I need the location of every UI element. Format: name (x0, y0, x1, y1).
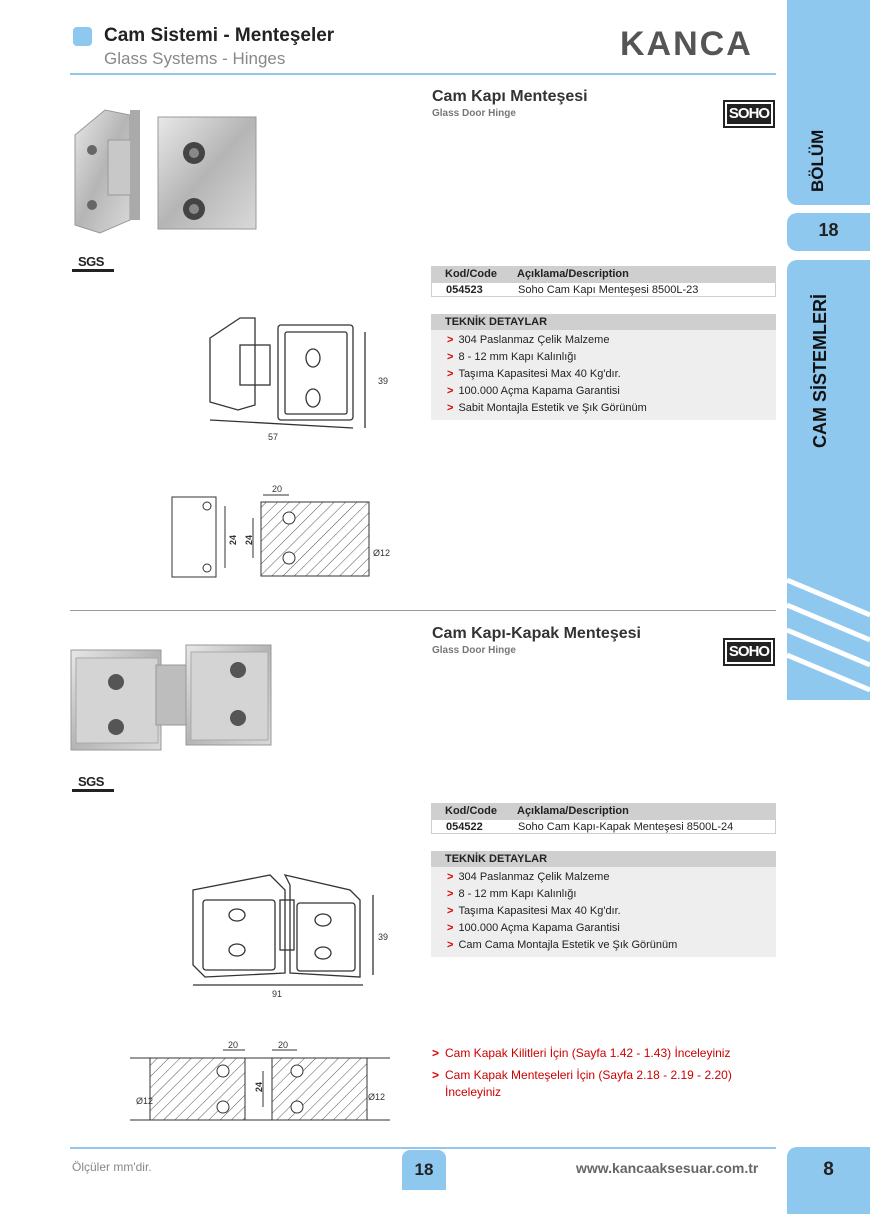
list-item: >304 Paslanmaz Çelik Malzeme (447, 871, 610, 883)
list-item: >100.000 Açma Kapama Garantisi (447, 922, 620, 934)
dim-hole-left: Ø12 (136, 1096, 154, 1106)
soho-badge-2: SOHO (723, 638, 775, 666)
list-item: >Cam Cama Montajla Estetik ve Şık Görünü… (447, 939, 678, 951)
product-1-tech-details: TEKNİK DETAYLAR >304 Paslanmaz Çelik Mal… (431, 314, 776, 420)
product-1-photo (74, 109, 257, 234)
list-item: >8 - 12 mm Kapı Kalınlığı (447, 888, 577, 900)
dim-24-left: 24 (228, 534, 238, 545)
tech-details-title: TEKNİK DETAYLAR (431, 851, 776, 867)
product-1-hole-drawing (171, 494, 370, 578)
soho-badge: SOHO (723, 100, 775, 128)
dim-width-2: 91 (272, 989, 283, 999)
page-title: Cam Sistemi - Menteşeler (104, 25, 335, 46)
table-row: 054522 Soho Cam Kapı-Kapak Menteşesi 850… (431, 819, 776, 834)
list-item: >Taşıma Kapasitesi Max 40 Kg'dır. (447, 368, 621, 380)
dim-width: 57 (268, 432, 279, 442)
product-2-dimension-drawing (192, 874, 374, 986)
product-2-photo (70, 644, 272, 751)
product-1-title: Cam Kapı Menteşesi (432, 88, 588, 105)
header-color-square (73, 27, 92, 46)
list-item: >100.000 Açma Kapama Garantisi (447, 385, 620, 397)
dim-20-right: 20 (278, 1040, 289, 1050)
dim-20: 20 (272, 484, 283, 494)
footer-page-number: 8 (787, 1147, 870, 1214)
dim-hole: Ø12 (373, 548, 391, 558)
product-2-title: Cam Kapı-Kapak Menteşesi (432, 625, 641, 642)
side-tab-section-label: BÖLÜM (808, 129, 827, 192)
dim-20-left: 20 (228, 1040, 239, 1050)
table-row: 054523 Soho Cam Kapı Menteşesi 8500L-23 (431, 282, 776, 297)
list-item[interactable]: >Cam Kapak Kilitleri İçin (Sayfa 1.42 - … (432, 1046, 731, 1060)
side-tab-category-label: CAM SİSTEMLERİ (810, 293, 830, 448)
page-subtitle: Glass Systems - Hinges (104, 49, 286, 68)
footer-divider (70, 1147, 776, 1149)
footer-website-link[interactable]: www.kancaaksesuar.com.tr (576, 1160, 759, 1176)
section-divider (70, 610, 776, 611)
list-item[interactable]: >Cam Kapak Menteşeleri İçin (Sayfa 2.18 … (432, 1068, 732, 1082)
reference-notes: >Cam Kapak Kilitleri İçin (Sayfa 1.42 - … (432, 1045, 772, 1101)
list-item: >8 - 12 mm Kapı Kalınlığı (447, 351, 577, 363)
sgs-logo-2-bar (72, 789, 114, 792)
sgs-logo: SGS (78, 254, 104, 269)
side-tab-number: 18 (818, 220, 839, 240)
side-tab-category (787, 260, 870, 700)
product-2-subtitle: Glass Door Hinge (432, 645, 516, 656)
list-item: >304 Paslanmaz Çelik Malzeme (447, 334, 610, 346)
side-tab-section (787, 0, 870, 205)
sgs-logo-2: SGS (78, 774, 104, 789)
sgs-logo-bar (72, 269, 114, 272)
dim-24-2: 24 (254, 1081, 264, 1092)
dim-height: 39 (378, 376, 389, 386)
list-item-continuation: İnceleyiniz (445, 1085, 502, 1099)
tech-details-title: TEKNİK DETAYLAR (431, 314, 776, 330)
header-divider (70, 73, 776, 75)
table-header: Kod/Code Açıklama/Description (431, 803, 776, 819)
footer-note: Ölçüler mm'dir. (72, 1160, 152, 1174)
footer-section-page: 18 (402, 1150, 446, 1190)
table-header: Kod/Code Açıklama/Description (431, 266, 776, 282)
dim-24-right: 24 (244, 534, 254, 545)
dim-hole-right: Ø12 (368, 1092, 386, 1102)
dim-height-2: 39 (378, 932, 389, 942)
product-2-code-table: Kod/Code Açıklama/Description 054522 Soh… (431, 803, 776, 834)
product-1-dimension-drawing (209, 317, 366, 429)
side-tab-stripes (787, 577, 870, 693)
side-tab-number-box (787, 213, 870, 251)
product-2-tech-details: TEKNİK DETAYLAR >304 Paslanmaz Çelik Mal… (431, 851, 776, 957)
list-item: >Taşıma Kapasitesi Max 40 Kg'dır. (447, 905, 621, 917)
product-1-subtitle: Glass Door Hinge (432, 108, 516, 119)
list-item: >Sabit Montajla Estetik ve Şık Görünüm (447, 402, 647, 414)
brand-logo: KANCA (620, 25, 753, 63)
product-1-code-table: Kod/Code Açıklama/Description 054523 Soh… (431, 266, 776, 297)
product-2-hole-drawing (130, 1049, 390, 1121)
